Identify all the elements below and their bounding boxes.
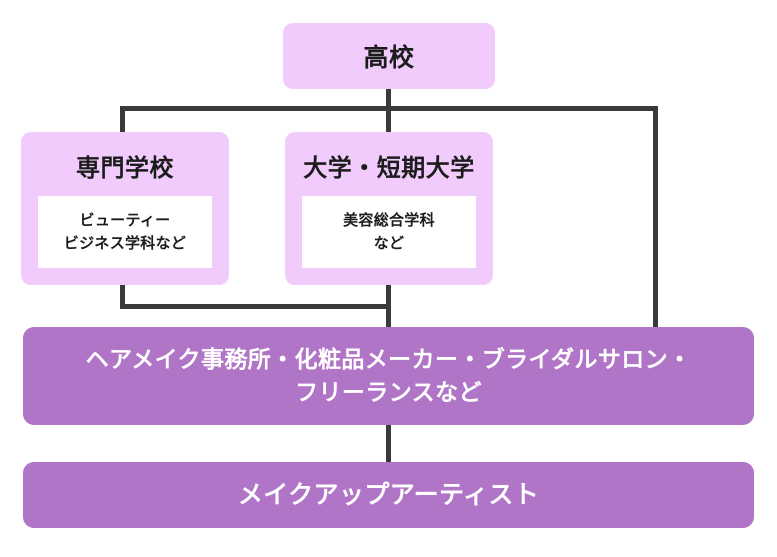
node-university-detail-box: 美容総合学科 など — [302, 196, 476, 268]
detail-line-1: ビューティー — [79, 211, 171, 229]
connector-university-down — [386, 283, 391, 330]
node-university[interactable]: 大学・短期大学 美容総合学科 など — [285, 132, 493, 285]
node-career-label: メイクアップアーティスト — [237, 480, 540, 509]
node-workplace-text: ヘアメイク事務所・化粧品メーカー・ブライダルサロン・ フリーランスなど — [72, 343, 706, 410]
connector-bus-top — [120, 106, 658, 111]
node-university-label: 大学・短期大学 — [303, 155, 475, 182]
connector-bus-to-workplace — [653, 106, 658, 330]
node-workplace[interactable]: ヘアメイク事務所・化粧品メーカー・ブライダルサロン・ フリーランスなど — [23, 327, 754, 425]
connector-vocational-down — [120, 283, 125, 309]
detail-line-2: ビジネス学科など — [63, 235, 187, 252]
detail-line-1: 美容総合学科 — [343, 211, 435, 229]
node-vocational-school-detail-box: ビューティー ビジネス学科など — [38, 196, 212, 268]
connector-bus-bottom — [120, 304, 391, 309]
connector-bus-to-vocational — [120, 106, 125, 136]
node-career[interactable]: メイクアップアーティスト — [23, 462, 754, 528]
workplace-line-1: ヘアメイク事務所・化粧品メーカー・ブライダルサロン・ — [85, 345, 692, 372]
workplace-line-2: フリーランスなど — [295, 379, 482, 405]
detail-line-2: など — [373, 235, 405, 252]
node-university-detail: 美容総合学科 など — [343, 209, 435, 256]
connector-highschool-down — [386, 88, 391, 135]
node-highschool-label: 高校 — [363, 44, 415, 72]
connector-workplace-to-career — [386, 424, 391, 464]
node-vocational-school-label: 専門学校 — [76, 155, 174, 182]
node-vocational-school-detail: ビューティー ビジネス学科など — [64, 209, 186, 256]
node-vocational-school[interactable]: 専門学校 ビューティー ビジネス学科など — [21, 132, 229, 285]
node-highschool[interactable]: 高校 — [283, 23, 495, 89]
